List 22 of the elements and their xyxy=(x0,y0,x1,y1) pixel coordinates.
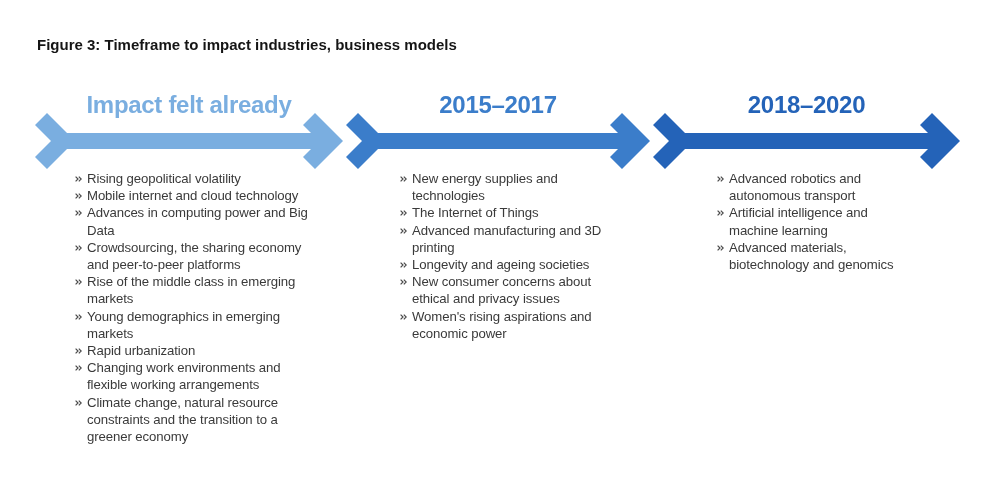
figure-title: Figure 3: Timeframe to impact industries, business models xyxy=(37,36,457,54)
list-item: Advanced manufacturing and 3D printing xyxy=(412,221,603,256)
list-item: Rising geopolitical volatility xyxy=(87,170,242,188)
list-item: Longevity and ageing societies xyxy=(412,256,591,274)
list-item: Advanced robotics and autonomous transport xyxy=(729,170,863,205)
list-item: The Internet of Things xyxy=(412,204,540,222)
list-item: Advances in computing power and Big Data xyxy=(87,204,309,239)
list-item: Young demographics in emerging markets xyxy=(87,307,281,343)
list-item: New consumer concerns about ethical and privacy issues xyxy=(412,273,593,308)
list-item: Advanced materials, biotechnology and genomics xyxy=(729,238,895,274)
list-item: Rapid urbanization xyxy=(87,342,197,360)
list-item: New energy supplies and technologies xyxy=(412,170,559,205)
list-item: Changing work environments and flexible working arrangements xyxy=(87,359,282,394)
phase-heading: 2018–2020 xyxy=(747,92,866,118)
phase-heading: Impact felt already xyxy=(86,92,292,118)
phase-heading: 2015–2017 xyxy=(439,92,557,118)
list-item: Rise of the middle class in emerging markets xyxy=(87,273,297,308)
list-item: Crowdsourcing, the sharing economy and peer-to-peer platforms xyxy=(87,238,303,274)
list-item: Mobile internet and cloud technology xyxy=(87,187,300,205)
list-item: Climate change, natural resource constraints and the transition to a greener economy xyxy=(87,393,280,446)
list-item: Women's rising aspirations and economic power xyxy=(412,307,593,343)
list-item: Artificial intelligence and machine learning xyxy=(729,204,869,239)
